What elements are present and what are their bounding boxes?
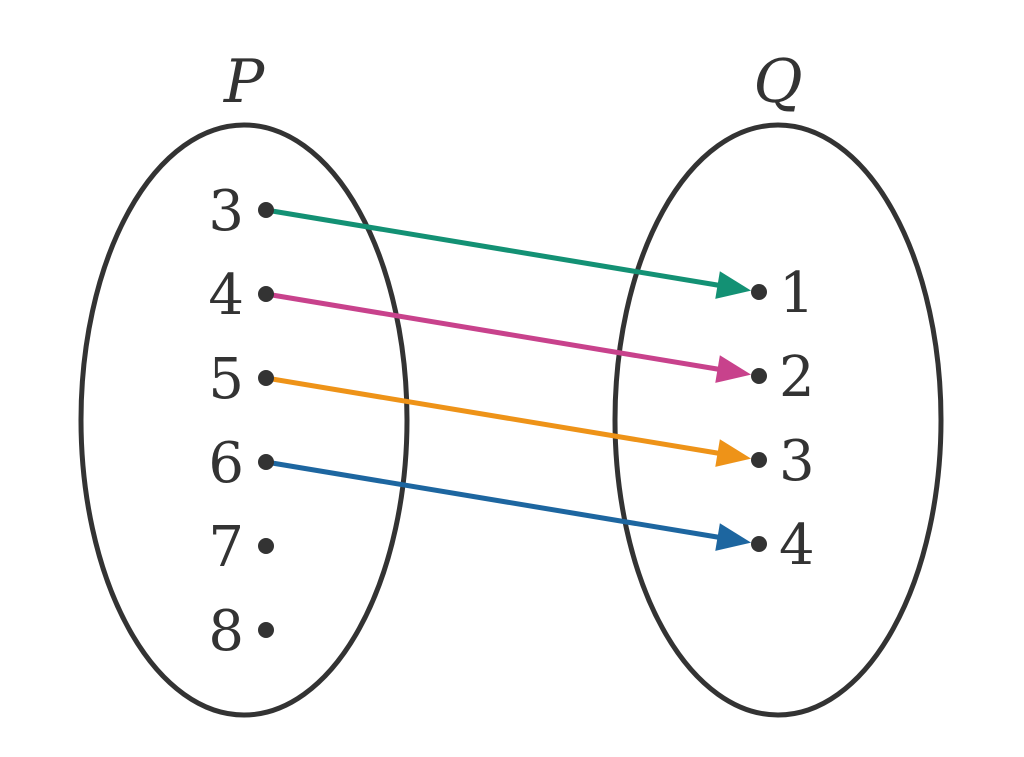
set-q-element-label: 1 [779,261,815,326]
set-q-element-dot [751,452,767,468]
mapping-arrow [265,207,752,299]
mapping-arrow-line [265,207,722,289]
mapping-arrowhead [715,355,752,383]
mapping-arrowhead [715,439,752,467]
set-p-element-label: 8 [208,599,244,664]
set-p-element-dot [258,286,274,302]
set-p-element-label: 7 [208,515,244,580]
set-q-element-label: 4 [779,513,815,578]
set-q-element-label: 2 [779,345,815,410]
set-q-element-label: 3 [779,429,815,494]
set-p-element-label: 6 [208,431,244,496]
set-q-ellipse [612,122,944,718]
set-p-element-dot [258,202,274,218]
set-p-ellipse [78,122,410,718]
mapping-arrowhead [715,523,752,551]
set-p-element-label: 3 [208,179,244,244]
mapping-arrow [265,291,752,383]
set-q-element-dot [751,284,767,300]
set-q-label: Q [753,47,802,117]
set-q-elements: 1 2 3 4 [751,261,815,578]
mapping-arrow-line [265,459,722,541]
mapping-arrow-line [265,375,722,457]
mapping-arrow [265,375,752,467]
arrows-layer [265,207,752,551]
set-p-element-dot [258,622,274,638]
set-p-element-label: 4 [208,263,244,328]
set-p-element-dot [258,454,274,470]
set-q-element-dot [751,368,767,384]
set-p-element-dot [258,538,274,554]
set-p-element-dot [258,370,274,386]
set-p-label: P [223,47,266,117]
set-q-element-dot [751,536,767,552]
mapping-arrow [265,459,752,551]
set-p-element-label: 5 [208,347,244,412]
mapping-arrow-line [265,291,722,373]
mapping-arrowhead [715,271,752,299]
set-p-elements: 3 4 5 6 7 8 [208,179,274,664]
